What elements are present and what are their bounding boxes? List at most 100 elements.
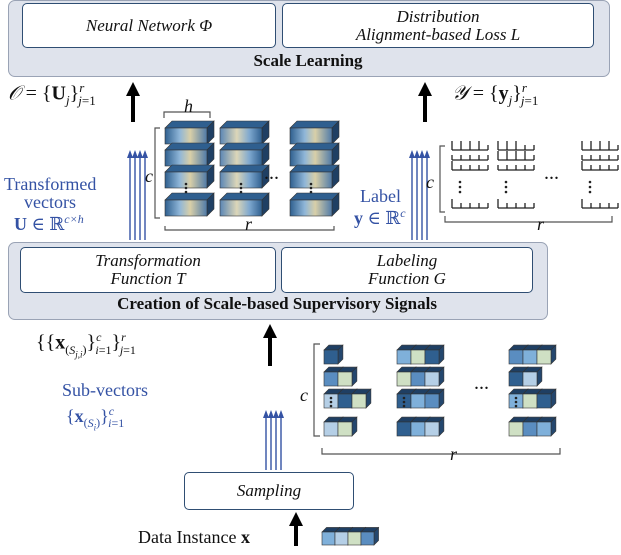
transformation-label-line1: Transformation xyxy=(95,251,201,270)
transformation-label-line2: Function T xyxy=(110,269,186,288)
middle-set-formula: {{x(Sj,i)}ci=1}rj=1 xyxy=(36,330,136,360)
dot-icon xyxy=(402,396,406,400)
dot-icon xyxy=(184,182,188,186)
blue-up-arrow-icon xyxy=(127,150,133,240)
transformed-label-line1: Transformed xyxy=(4,174,97,194)
blue-up-arrow-icon xyxy=(424,150,430,240)
tally-icon xyxy=(451,155,489,161)
cube-icon xyxy=(536,416,557,437)
cube-icon xyxy=(351,388,372,409)
dot-icon xyxy=(402,404,406,408)
up-arrow-icon xyxy=(126,82,140,122)
vector-slab-icon xyxy=(289,192,340,217)
dot-icon xyxy=(309,186,313,190)
vector-slab-icon xyxy=(219,192,270,217)
labeling-label-line1: Labeling xyxy=(376,251,438,270)
dot-icon xyxy=(309,190,313,194)
cube-icon xyxy=(337,416,358,437)
cube-icon xyxy=(424,366,445,387)
cube-icon xyxy=(323,416,344,437)
dot-icon xyxy=(514,400,518,404)
ellipsis-bottom: ... xyxy=(474,372,489,394)
tally-icon xyxy=(497,165,535,171)
sampling-box: Sampling xyxy=(184,472,354,510)
up-arrow-icon xyxy=(289,512,303,546)
tally-icon xyxy=(451,141,489,151)
cube-icon xyxy=(536,388,557,409)
up-arrow-icon xyxy=(263,324,277,366)
cube-icon xyxy=(337,366,358,387)
neural-network-label: Neural Network Φ xyxy=(85,15,213,35)
dot-icon xyxy=(239,190,243,194)
dot-icon xyxy=(458,190,462,194)
cube-icon xyxy=(536,344,557,365)
data-instance-symbol: x xyxy=(240,527,250,547)
dim-h-label: h xyxy=(184,96,193,116)
tally-icon xyxy=(581,199,619,209)
dot-icon xyxy=(504,185,508,189)
scale-learning-title: Scale Learning xyxy=(253,51,363,70)
vector-slab-icon xyxy=(289,164,340,189)
dot-icon xyxy=(504,190,508,194)
c-bracket-top-left xyxy=(154,127,160,219)
dot-icon xyxy=(588,190,592,194)
cube-icon xyxy=(424,416,445,437)
label-formula: y ∈ ℝc xyxy=(354,206,406,228)
blue-up-arrow-icon xyxy=(409,150,415,240)
dim-r-label-top-left: r xyxy=(245,214,253,234)
blue-up-arrow-icon xyxy=(268,410,274,470)
dot-icon xyxy=(184,190,188,194)
loss-label-line2: Alignment-based Loss L xyxy=(355,24,521,44)
labeling-label-line2: Function G xyxy=(368,269,446,288)
subvectors-formula: {x(Si)}ci=1 xyxy=(66,404,125,432)
transformed-formula: U ∈ ℝc×h xyxy=(14,212,84,234)
tally-icon xyxy=(451,161,489,171)
cube-icon xyxy=(522,366,543,387)
c-bracket-bottom xyxy=(313,343,320,437)
blue-up-arrow-icon xyxy=(414,150,420,240)
dim-c-label-top-right: c xyxy=(426,172,434,192)
dot-icon xyxy=(588,185,592,189)
dot-icon xyxy=(184,186,188,190)
dot-icon xyxy=(329,400,333,404)
output-set-formula: 𝒪 = {Uj}rj=1 xyxy=(8,80,96,108)
vector-slab-icon xyxy=(164,142,215,167)
blue-up-arrow-icon xyxy=(132,150,138,240)
tally-icon xyxy=(581,141,619,151)
label-text: Label xyxy=(360,186,401,206)
blue-up-arrow-icon xyxy=(273,410,279,470)
vector-slab-icon xyxy=(219,142,270,167)
dim-r-label-top-right: r xyxy=(537,214,545,234)
vector-slab-icon xyxy=(164,192,215,217)
tally-icon xyxy=(497,141,535,151)
h-bracket xyxy=(163,111,211,118)
label-set-formula: 𝒴 = {yj}rj=1 xyxy=(452,80,539,108)
data-instance-text: Data Instance xyxy=(138,527,237,547)
dot-icon xyxy=(458,185,462,189)
c-bracket-top-right xyxy=(439,145,445,213)
up-arrow-icon xyxy=(418,82,432,122)
blue-up-arrow-icon xyxy=(137,150,143,240)
vector-slab-icon xyxy=(289,142,340,167)
transformation-box: Transformation Function T xyxy=(20,247,276,293)
dot-icon xyxy=(239,186,243,190)
data-instance-label: Data Instance x xyxy=(138,527,250,548)
ellipsis-top-left: ... xyxy=(264,162,279,184)
labeling-box: Labeling Function G xyxy=(281,247,533,293)
r-bracket-top-right xyxy=(444,216,613,223)
vector-slab-icon xyxy=(164,120,215,145)
dim-r-label-bottom: r xyxy=(450,444,458,464)
blue-up-arrow-icon xyxy=(142,150,148,240)
dot-icon xyxy=(458,180,462,184)
cube-icon xyxy=(424,388,445,409)
supervisory-signals-title: Creation of Scale-based Supervisory Sign… xyxy=(117,294,437,313)
cube-icon xyxy=(360,526,380,546)
subvectors-label: Sub-vectors xyxy=(62,380,148,400)
dot-icon xyxy=(504,180,508,184)
dot-icon xyxy=(402,400,406,404)
dot-icon xyxy=(329,404,333,408)
loss-label-line1: Distribution xyxy=(396,6,480,26)
tally-icon xyxy=(497,199,535,209)
dot-icon xyxy=(514,396,518,400)
